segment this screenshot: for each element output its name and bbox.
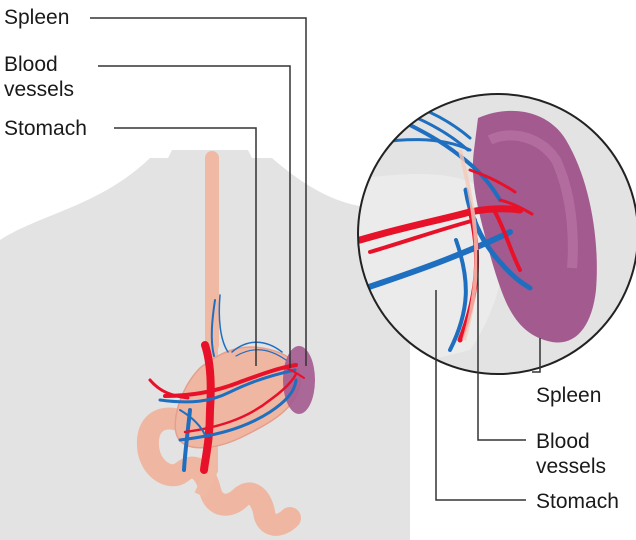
label-stomach-left: Stomach bbox=[4, 117, 87, 141]
label-spleen-right: Spleen bbox=[536, 384, 601, 408]
label-blood-vessels-left-line2: vessels bbox=[4, 78, 74, 102]
label-blood-vessels-right-line2: vessels bbox=[536, 455, 606, 479]
spleen-small bbox=[283, 346, 315, 414]
label-stomach-right: Stomach bbox=[536, 490, 619, 514]
label-spleen-left: Spleen bbox=[4, 6, 69, 30]
label-blood-vessels-left-line1: Blood bbox=[4, 53, 58, 77]
label-blood-vessels-right-line1: Blood bbox=[536, 430, 590, 454]
